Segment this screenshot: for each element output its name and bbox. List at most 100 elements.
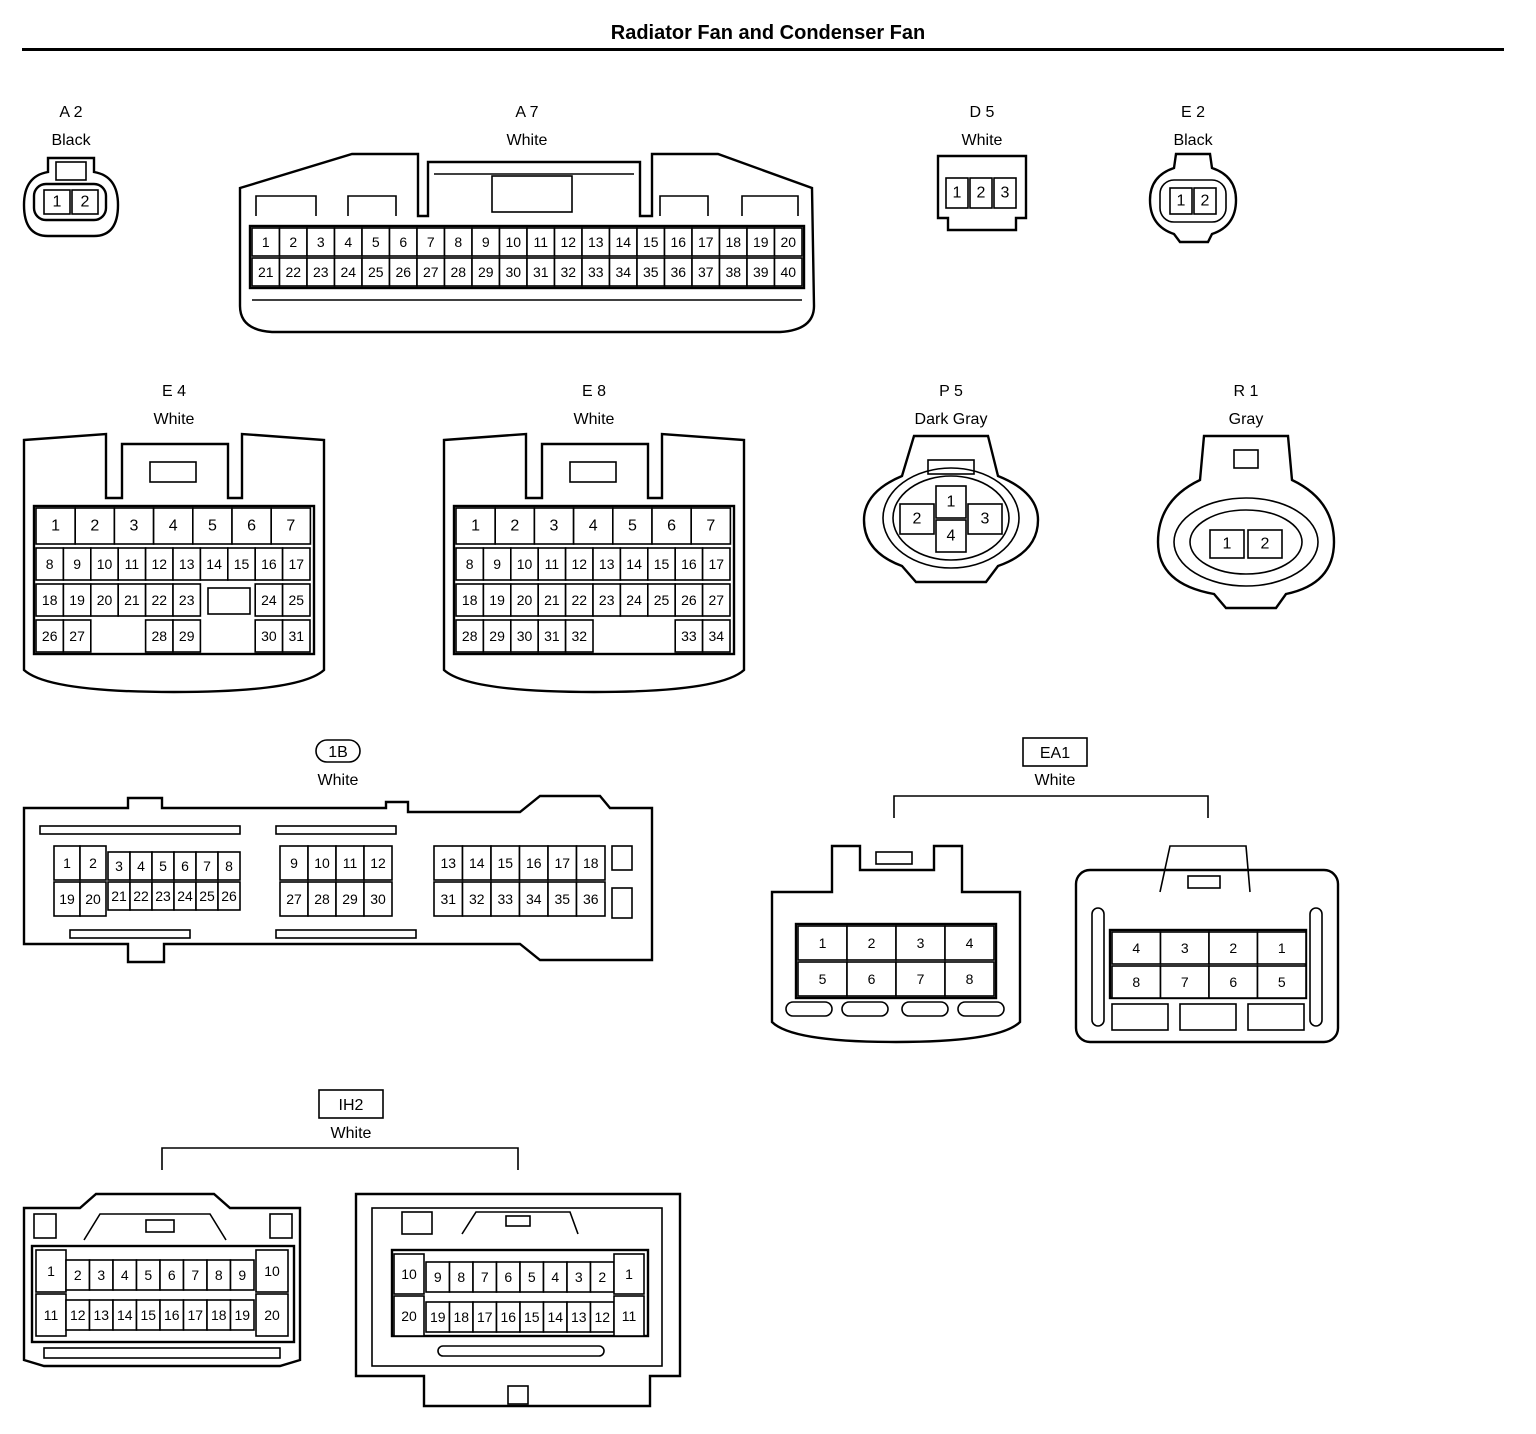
pin-cell xyxy=(393,1253,425,1295)
pin-cell xyxy=(35,547,65,581)
pin-number: 19 xyxy=(59,891,75,907)
pin-number: 14 xyxy=(626,556,642,572)
pin-cell xyxy=(229,1259,255,1291)
pin-number: 25 xyxy=(654,592,670,608)
pin-number: 2 xyxy=(510,518,519,535)
connector-1b-color: White xyxy=(318,772,359,789)
pin-number: 22 xyxy=(152,592,168,608)
pin-number: 7 xyxy=(481,1269,489,1285)
connector-a7: A 7 White 121222323424525626727828929103… xyxy=(238,104,816,334)
pin-cell xyxy=(255,1249,289,1293)
pin-number: 8 xyxy=(466,556,474,572)
pin-number: 14 xyxy=(206,556,222,572)
pin-number: 20 xyxy=(401,1308,417,1324)
pin-number: 25 xyxy=(368,264,384,280)
connector-e8-code: E 8 xyxy=(582,383,606,400)
pin-number: 20 xyxy=(517,592,533,608)
pin-cell xyxy=(281,547,311,581)
pin-number: 40 xyxy=(780,264,796,280)
pin-cell xyxy=(35,1293,67,1337)
pin-cell xyxy=(537,547,567,581)
pin-cell xyxy=(388,257,418,287)
pin-cell xyxy=(592,547,622,581)
pin-number: 20 xyxy=(97,592,113,608)
pin-cell xyxy=(636,257,666,287)
pin-number: 1 xyxy=(625,1266,633,1282)
pin-cell xyxy=(79,845,107,881)
pin-number: 6 xyxy=(168,1267,176,1283)
connector-e4-code: E 4 xyxy=(162,383,186,400)
pin-number: 6 xyxy=(247,518,256,535)
pin-number: 5 xyxy=(159,858,167,874)
connector-a7-color: White xyxy=(507,132,548,149)
connector-e2: E 2 Black 1 2 xyxy=(1148,104,1238,244)
pin-number: 19 xyxy=(489,592,505,608)
pin-number: 22 xyxy=(133,888,149,904)
svg-text:2: 2 xyxy=(81,194,90,211)
pin-number: 10 xyxy=(264,1263,280,1279)
pin-number: 20 xyxy=(264,1307,280,1323)
pin-number: 3 xyxy=(550,518,559,535)
pin-number: 10 xyxy=(517,556,533,572)
pin-number: 35 xyxy=(554,891,570,907)
pin-number: 3 xyxy=(115,858,123,874)
pin-cell xyxy=(509,619,539,653)
pin-number: 32 xyxy=(572,628,588,644)
pin-number: 13 xyxy=(179,556,195,572)
pin-number: 2 xyxy=(89,855,97,871)
pin-cell xyxy=(575,881,606,917)
pin-number: 23 xyxy=(599,592,615,608)
pin-number: 19 xyxy=(753,234,769,250)
pin-cell xyxy=(581,257,611,287)
pin-cell xyxy=(144,547,174,581)
pin-cell xyxy=(1208,931,1259,965)
pin-number: 12 xyxy=(70,1307,86,1323)
pin-cell xyxy=(172,583,202,617)
pin-number: 4 xyxy=(169,518,178,535)
pin-cell xyxy=(674,583,704,617)
pin-number: 17 xyxy=(477,1309,493,1325)
pin-cell xyxy=(537,619,567,653)
svg-text:3: 3 xyxy=(981,511,990,528)
pin-cell xyxy=(797,925,848,961)
pin-number: 20 xyxy=(780,234,796,250)
pin-number: 27 xyxy=(69,628,85,644)
pin-cell xyxy=(575,845,606,881)
pin-cell xyxy=(498,257,528,287)
pin-number: 23 xyxy=(179,592,195,608)
pin-number: 30 xyxy=(517,628,533,644)
pin-number: 7 xyxy=(917,971,925,987)
pin-number: 19 xyxy=(234,1307,250,1323)
pin-number: 6 xyxy=(868,971,876,987)
pin-cell xyxy=(773,227,803,257)
svg-text:1: 1 xyxy=(1177,193,1186,210)
connector-e8-color: White xyxy=(574,411,615,428)
pin-cell xyxy=(279,845,309,881)
pin-cell xyxy=(361,257,391,287)
pin-number: 31 xyxy=(289,628,305,644)
pin-number: 13 xyxy=(588,234,604,250)
pin-number: 9 xyxy=(238,1267,246,1283)
pin-number: 28 xyxy=(314,891,330,907)
pin-cell xyxy=(482,547,512,581)
pin-number: 6 xyxy=(504,1269,512,1285)
pin-cell xyxy=(944,925,995,961)
pin-cell xyxy=(553,227,583,257)
pin-number: 17 xyxy=(698,234,714,250)
pin-number: 12 xyxy=(152,556,168,572)
pin-cell xyxy=(144,619,174,653)
connector-d5-code: D 5 xyxy=(970,104,995,121)
connector-p5-color: Dark Gray xyxy=(915,411,988,428)
pin-cell xyxy=(227,547,257,581)
pin-number: 6 xyxy=(1229,974,1237,990)
pin-cell xyxy=(62,619,92,653)
pin-cell xyxy=(773,257,803,287)
pin-number: 6 xyxy=(399,234,407,250)
pin-number: 32 xyxy=(560,264,576,280)
pin-cell xyxy=(278,227,308,257)
pin-cell xyxy=(363,845,393,881)
pin-cell xyxy=(701,547,731,581)
pin-cell xyxy=(279,881,309,917)
pin-cell xyxy=(172,619,202,653)
